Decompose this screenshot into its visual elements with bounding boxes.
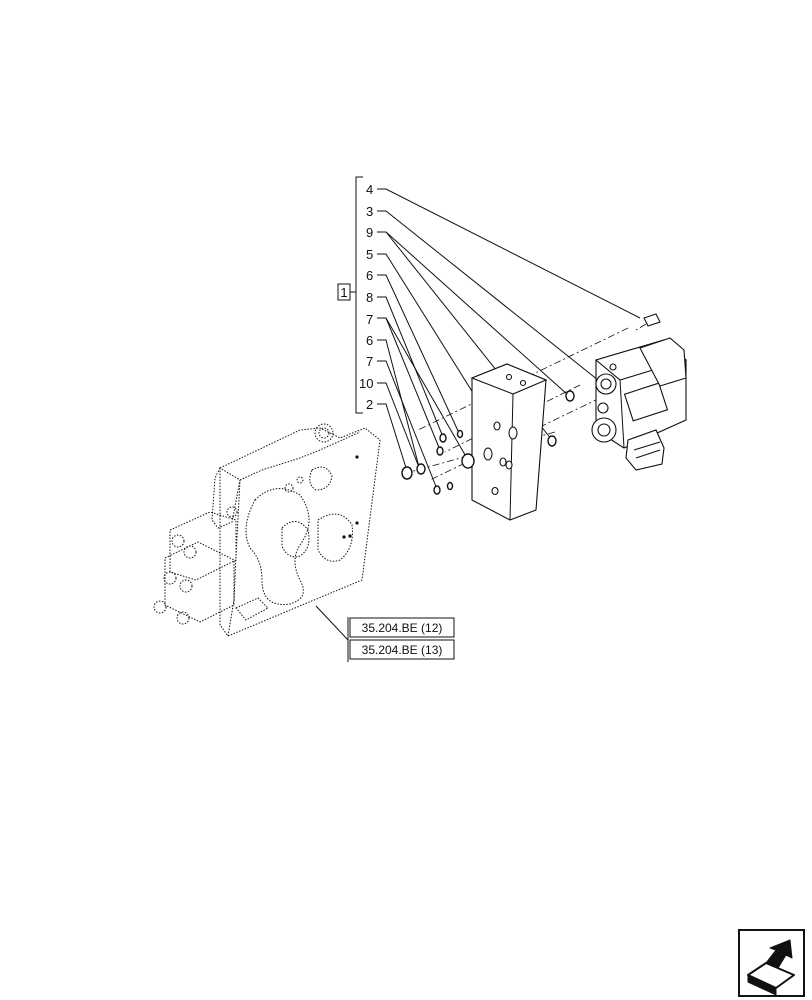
adapter-plate (470, 363, 548, 521)
callout-4: 4 (366, 182, 373, 197)
leader-lines (377, 188, 641, 490)
callout-6-upper: 6 (366, 268, 373, 283)
seals-and-plugs (401, 390, 575, 495)
assembly-callout-box: 1 (337, 283, 351, 301)
callout-7-upper: 7 (366, 312, 373, 327)
assembly-callout-label: 1 (340, 285, 347, 300)
callout-10: 10 (359, 376, 373, 391)
callout-list: 4 3 9 5 6 8 7 6 7 10 2 (359, 182, 373, 412)
reference-label-13: 35.204.BE (13) (362, 643, 443, 657)
callout-5: 5 (366, 247, 373, 262)
callout-7-lower: 7 (366, 354, 373, 369)
callout-2: 2 (366, 397, 373, 412)
reference-label-12: 35.204.BE (12) (362, 621, 443, 635)
reference-bracket (315, 605, 349, 662)
callout-bracket (350, 176, 363, 414)
callout-3: 3 (366, 204, 373, 219)
valve-body (153, 423, 381, 637)
mounting-screw (635, 313, 661, 331)
reference-link-35-204-be-13[interactable]: 35.204.BE (13) (349, 639, 455, 660)
callout-9: 9 (366, 225, 373, 240)
reference-link-35-204-be-12[interactable]: 35.204.BE (12) (349, 617, 455, 638)
callout-8: 8 (366, 290, 373, 305)
solenoid-valve (591, 337, 688, 471)
callout-6-lower: 6 (366, 333, 373, 348)
next-page-arrow-icon[interactable] (738, 929, 805, 997)
